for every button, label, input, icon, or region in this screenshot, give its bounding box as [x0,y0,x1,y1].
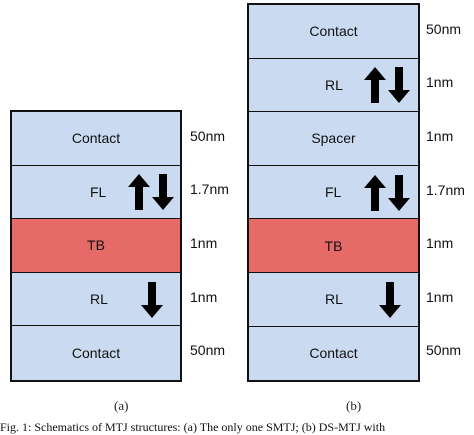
layer-tb: TB [249,219,418,273]
layer-contact: Contact [12,326,180,380]
thickness-label: 1nm [190,235,218,251]
layer-label: Contact [71,345,121,362]
up-arrow-icon [364,67,386,104]
layer-spacer: Spacer [249,112,418,166]
figure-caption-footer: Fig. 1: Schematics of MTJ structures: (a… [0,420,386,434]
up-arrow-icon [364,174,386,211]
layer-label: Contact [309,23,358,40]
layer-label: TB [87,237,105,254]
caption-a: (a) [114,398,129,413]
down-arrow-icon [152,174,174,211]
thickness-label: 50nm [426,20,462,37]
down-arrow-icon [141,281,163,318]
down-arrow-icon [388,67,410,104]
layer-rl-with-arrows: RL [12,272,180,327]
layer-label: FL [325,184,342,201]
layer-label: FL [90,183,107,200]
layer-label: Contact [309,345,358,362]
down-arrow-icon [388,174,410,211]
up-arrow-icon [128,174,150,211]
layer-contact: Contact [12,112,180,166]
layer-label: RL [325,291,343,308]
layer-label: RL [90,291,108,308]
layer-fl-with-arrows: FL [12,165,180,220]
thickness-label: 1nm [426,288,454,305]
thickness-label: 50nm [426,342,462,359]
caption-b: (b) [346,398,362,413]
thickness-label: 1nm [426,74,454,91]
layer-rl-with-arrows: RL [249,58,418,113]
layer-contact: Contact [249,326,418,381]
layer-fl-with-arrows: FL [249,165,418,220]
layer-label: RL [325,76,343,93]
thickness-label: 50nm [190,127,226,144]
layer-label: TB [324,237,343,254]
thickness-label: 1nm [426,128,454,144]
thickness-label: 50nm [190,342,226,359]
thickness-label: 1nm [190,288,218,305]
layer-rl-with-arrows: RL [249,273,418,327]
layer-label: Contact [71,130,121,147]
down-arrow-icon [379,281,401,318]
thickness-label: 1.7nm [190,181,229,198]
thickness-label: 1.7nm [426,181,465,198]
layer-contact: Contact [249,5,418,59]
layer-label: Spacer [311,130,356,147]
thickness-label: 1nm [426,235,454,252]
layer-tb: TB [12,219,180,273]
